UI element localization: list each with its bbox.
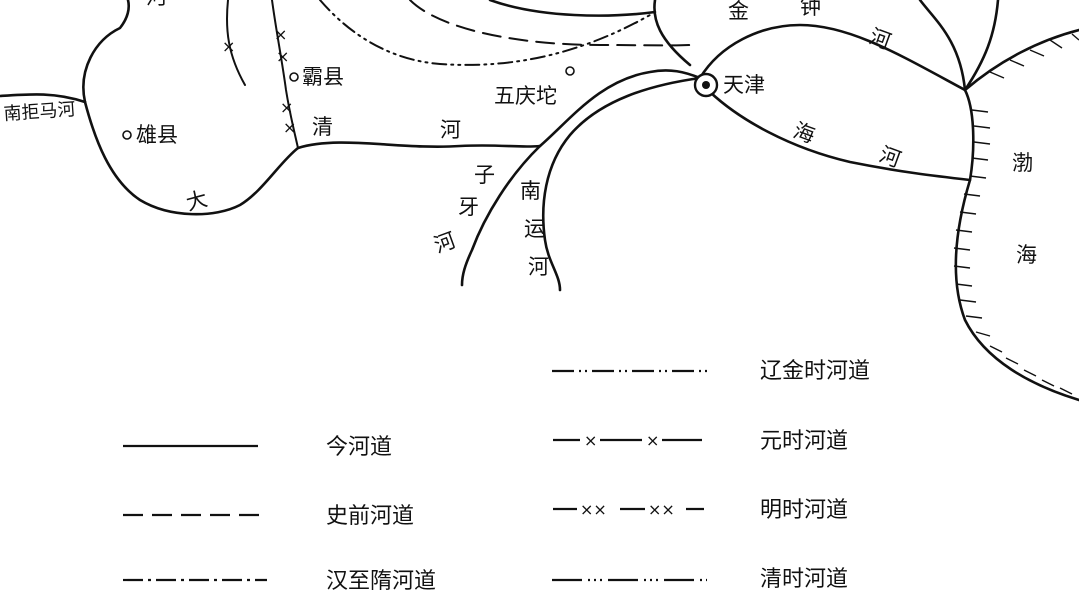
tianjin-marker-inner [702, 81, 710, 89]
qing-river [296, 141, 542, 150]
ziya-river-char-1: 子 [474, 163, 495, 187]
nanyun-river-char-1: 南 [520, 179, 541, 203]
north-river-1 [653, 0, 692, 67]
river-network [0, 0, 1000, 292]
places: 天津 霸县 雄县 五庆坨 [122, 65, 765, 147]
legend-symbol-cross: × × [553, 431, 702, 450]
nanyun-river [542, 76, 702, 292]
hai-river [708, 90, 972, 182]
cross-marker: × [274, 25, 287, 44]
legend-label-yuan: 元时河道 [760, 429, 848, 454]
tianjin-label: 天津 [723, 73, 765, 97]
nanyun-river-char-3: 河 [528, 255, 549, 279]
jinzhong-river-char-2: 钟 [800, 0, 821, 19]
ziya-river-char-2: 牙 [458, 195, 479, 219]
bohai-coastline [953, 28, 1079, 402]
bohai-char-1: 渤 [1012, 151, 1033, 175]
daqing-lower-loop [83, 100, 300, 216]
legend-label-modern: 今河道 [326, 435, 392, 460]
nan-juma-river [0, 93, 87, 104]
north-river-east [918, 0, 967, 92]
wuqingtuo-label: 五庆坨 [494, 84, 557, 108]
cross-marker: × [280, 98, 293, 117]
river-top-char: 河 [146, 0, 167, 9]
upper-tributary [225, 0, 246, 86]
jinzhong-river-char-1: 金 [728, 0, 749, 23]
north-river-east-2 [963, 0, 1000, 92]
svg-text:××: ×× [648, 500, 675, 519]
prehistoric-channel [409, 0, 691, 47]
legend-label-han-sui: 汉至隋河道 [326, 569, 436, 594]
cross-marker: × [283, 118, 296, 137]
svg-text:××: ×× [580, 500, 607, 519]
legend-symbol-double-cross: ×× ×× [553, 500, 704, 519]
jinzhong-river [698, 23, 967, 92]
legend: 今河道 史前河道 汉至隋河道 辽金时河道 × × 元时河道 ×× ×× 明时河道… [123, 359, 870, 594]
channel-cross-markers: × × × × × [222, 25, 296, 137]
cross-marker: × [276, 47, 289, 66]
legend-label-prehistoric: 史前河道 [326, 504, 414, 529]
nan-juma-river-label: 南拒马河 [3, 99, 76, 125]
xiongxian-label: 雄县 [136, 123, 178, 147]
qing-river-char-1: 清 [312, 115, 333, 139]
xiongxian-marker [122, 130, 132, 140]
daqing-basin-outline [82, 0, 131, 104]
da-river-char: 大 [183, 187, 209, 216]
wuqingtuo-marker [565, 66, 575, 76]
svg-text:×: × [646, 431, 659, 450]
qing-to-tianjin [538, 69, 702, 148]
legend-label-liao-jin: 辽金时河道 [760, 359, 870, 384]
coastline [954, 28, 1079, 402]
coast-hatching [953, 33, 1079, 395]
bohai-char-2: 海 [1016, 243, 1037, 267]
liaojin-channel [319, 0, 651, 66]
legend-label-qing: 清时河道 [760, 567, 848, 592]
historical-channels [271, 0, 691, 149]
ming-channel [271, 0, 299, 149]
baxian-marker [289, 72, 299, 82]
ziya-river-char-3: 河 [431, 228, 459, 258]
north-river-2 [488, 0, 657, 17]
cross-marker: × [222, 37, 235, 56]
ziya-river [460, 144, 542, 287]
svg-text:×: × [584, 431, 597, 450]
baxian-label: 霸县 [302, 65, 344, 89]
qing-river-char-2: 河 [440, 118, 461, 142]
nanyun-river-char-2: 运 [524, 217, 545, 241]
legend-label-ming: 明时河道 [760, 498, 848, 523]
